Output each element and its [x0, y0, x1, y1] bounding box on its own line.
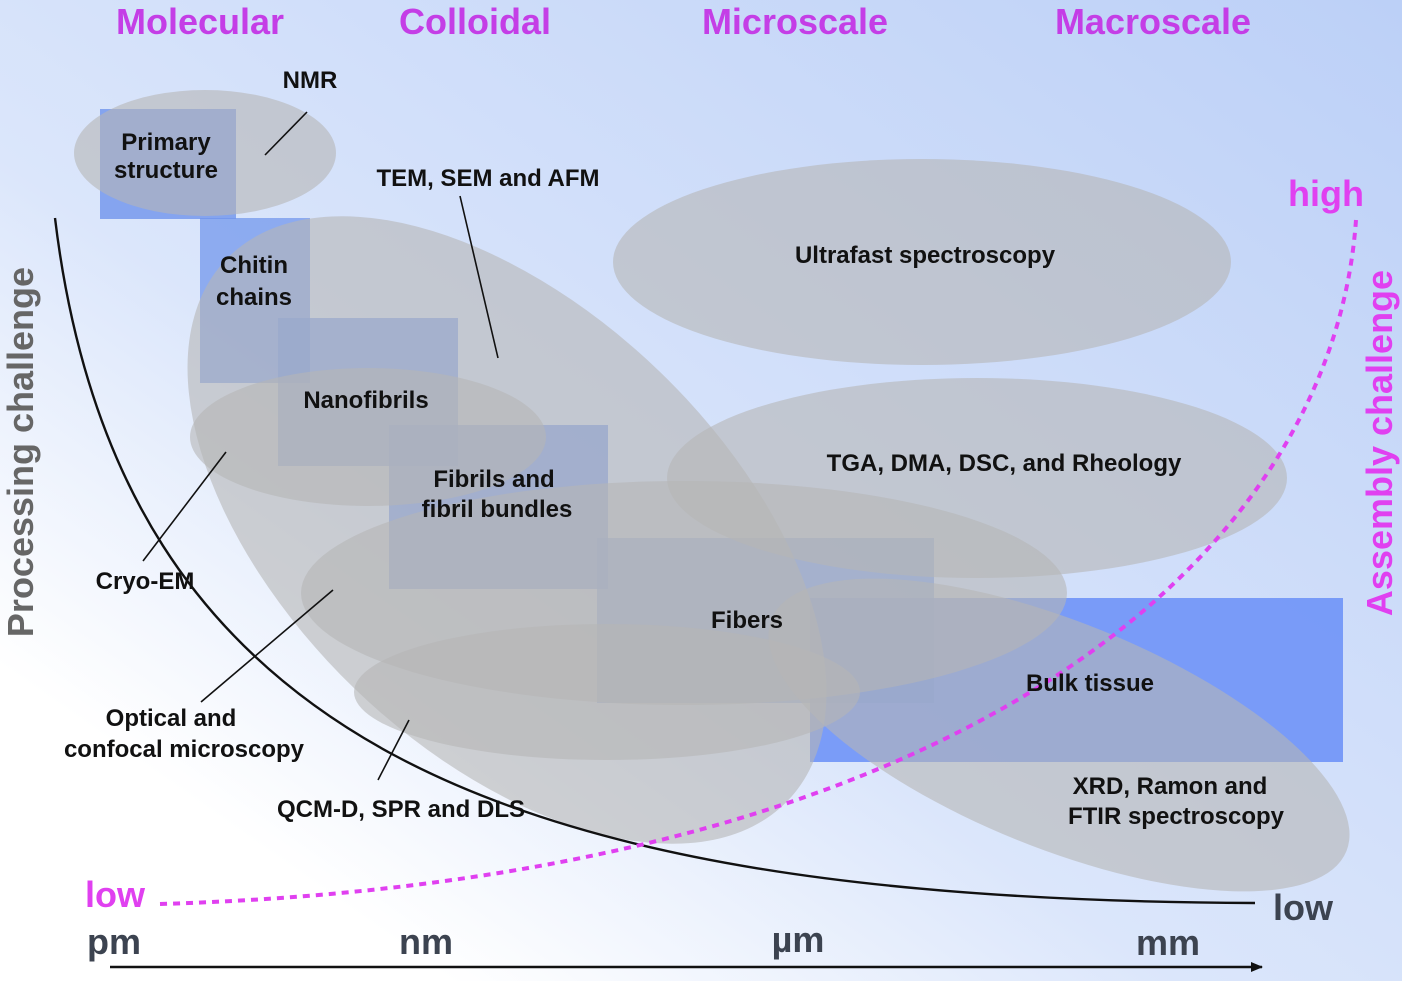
- label-primary-structure-line1: Primary: [121, 129, 211, 156]
- label-nmr: NMR: [283, 67, 338, 94]
- qcmd-leader: [377, 719, 410, 781]
- label-nanofibrils: Nanofibrils: [303, 387, 428, 414]
- processing-challenge-curve: [53, 217, 1256, 905]
- optical-leader: [200, 589, 334, 703]
- cryo-em-leader: [142, 451, 227, 562]
- label-optical-line2: confocal microscopy: [64, 736, 305, 763]
- label-chitin-chains-line1: Chitin: [220, 252, 288, 279]
- scale-tick-pm: pm: [87, 921, 141, 962]
- label-optical-line1: Optical and: [106, 705, 237, 732]
- nmr-leader: [264, 111, 308, 156]
- label-tem-sem-afm: TEM, SEM and AFM: [376, 165, 599, 192]
- label-chitin-chains-line2: chains: [216, 284, 292, 311]
- assembly-low-label: low: [85, 874, 146, 915]
- header-microscale: Microscale: [702, 1, 888, 42]
- cryo-em-ellipse: [190, 368, 546, 506]
- assembly-challenge-label: Assembly challenge: [1359, 270, 1400, 616]
- label-ultrafast: Ultrafast spectroscopy: [795, 242, 1056, 269]
- label-bulk-tissue: Bulk tissue: [1026, 670, 1154, 697]
- assembly-high-label: high: [1288, 173, 1364, 214]
- hierarchy-labels: Primary structure Chitin chains Nanofibr…: [114, 129, 1154, 697]
- label-qcmd: QCM-D, SPR and DLS: [277, 796, 525, 823]
- label-xrd-line1: XRD, Ramon and: [1073, 773, 1268, 800]
- leader-lines: [142, 111, 499, 781]
- label-cryo-em: Cryo-EM: [96, 568, 195, 595]
- nmr-ellipse: [74, 90, 336, 216]
- technique-ellipses: [74, 90, 1350, 892]
- processing-low-label: low: [1273, 887, 1334, 928]
- assembly-challenge-curve: [159, 219, 1358, 906]
- ultrafast-ellipse: [613, 159, 1231, 365]
- label-fibers: Fibers: [711, 607, 783, 634]
- header-colloidal: Colloidal: [399, 1, 551, 42]
- scale-tick-nm: nm: [399, 921, 453, 962]
- processing-challenge-label: Processing challenge: [0, 267, 41, 637]
- technique-labels: NMR TEM, SEM and AFM Ultrafast spectrosc…: [64, 67, 1285, 830]
- scale-tick-mm: mm: [1136, 922, 1200, 963]
- scale-tick-um: µm: [772, 919, 825, 960]
- scale-tick-labels: pm nm µm mm: [87, 919, 1200, 963]
- label-fibrils-line1: Fibrils and: [433, 466, 554, 493]
- scale-headers: Molecular Colloidal Microscale Macroscal…: [116, 1, 1251, 42]
- header-molecular: Molecular: [116, 1, 284, 42]
- label-xrd-line2: FTIR spectroscopy: [1068, 803, 1285, 830]
- label-fibrils-line2: fibril bundles: [422, 496, 573, 523]
- qcmd-ellipse: [354, 624, 860, 760]
- label-tga: TGA, DMA, DSC, and Rheology: [827, 450, 1182, 477]
- tem-leader: [459, 195, 499, 359]
- label-primary-structure-line2: structure: [114, 157, 218, 184]
- xrd-ellipse: [768, 578, 1350, 892]
- header-macroscale: Macroscale: [1055, 1, 1251, 42]
